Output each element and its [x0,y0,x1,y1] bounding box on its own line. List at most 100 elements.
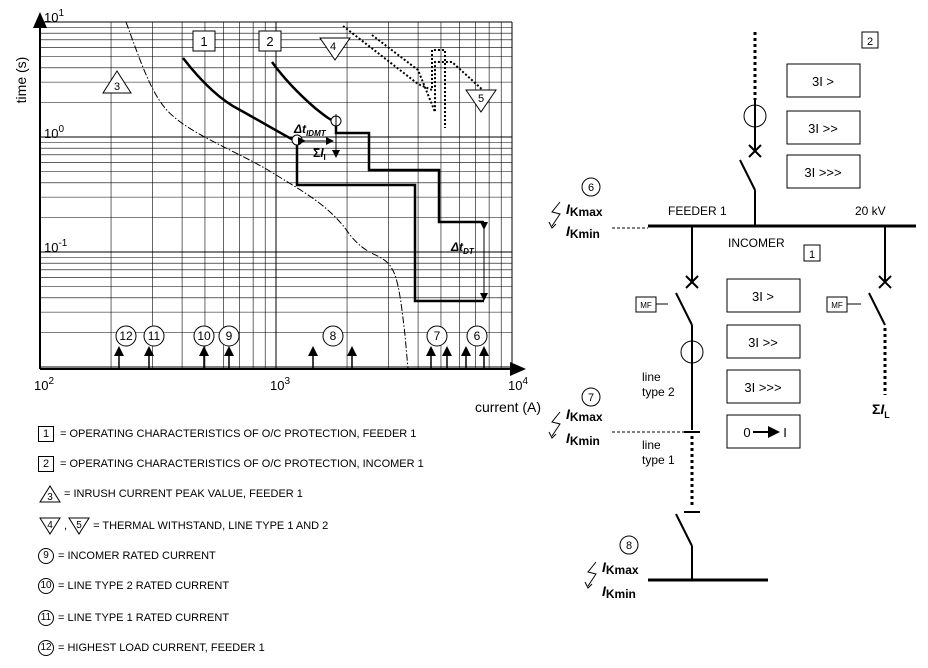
legend-symbol-box: 2 [38,456,54,472]
legend-row-8: 12 = HIGHEST LOAD CURRENT, FEEDER 1 [38,638,265,658]
fault-7-kmax: IKmax [566,406,603,424]
marker-arrow-head [144,346,154,356]
marker-arrow-head [224,346,234,356]
tag-4-triangle [319,37,351,61]
incomer-relay-2: 3I >> [808,121,838,136]
line-type-1-label-1: line [642,438,661,452]
legend-symbol-circle: 10 [38,578,54,594]
legend-symbol-circle: 12 [38,640,54,656]
legend-symbol-triangle-down: 5 [68,517,90,535]
feeder-ct [680,340,704,364]
marker-7-label: 7 [434,329,441,343]
fault-6-circle [581,177,601,197]
remote-switch-blade [675,513,693,547]
x-tick-10-3: 103 [270,376,290,393]
marker-7-circle [426,325,448,347]
x-axis-label: current (A) [475,399,541,415]
fault-7-num: 7 [588,392,594,404]
feeder-relay-3: 3I >>> [744,380,781,395]
marker-6-label: 6 [474,329,481,343]
legend-symbol-circle: 11 [38,610,54,626]
legend-text: = INCOMER RATED CURRENT [58,550,216,562]
feeder-relay-2-box [726,324,801,359]
legend-symbol-box: 1 [38,426,54,442]
tag-3-triangle [102,70,132,94]
fault-8-lightning-head [584,581,593,589]
incomer-relay-2-box [786,110,861,145]
fault-6-lightning-head [548,221,557,229]
mf-left: MF [640,301,652,310]
incomer-relay-3-box [786,154,861,189]
marker-10-label: 10 [197,329,211,343]
sum-i-label: ΣII [313,146,326,162]
thermal-line-type-1 [342,25,446,128]
legend-text: = OPERATING CHARACTERISTICS OF O/C PROTE… [60,428,417,440]
y-tick-10-0: 100 [44,124,64,141]
legend-row-4: 4 , 5 = THERMAL WITHSTAND, LINE TYPE 1 A… [38,516,328,536]
tcc-chart: time (s) current (A) 101 100 10-1 102 10… [13,8,541,415]
marker-9-label: 9 [226,329,233,343]
marker-6-circle [466,325,488,347]
tag-1-box [192,30,216,52]
line-type-2-label-1: line [642,370,661,384]
legend-row-2: 2 = OPERATING CHARACTERISTICS OF O/C PRO… [38,454,424,474]
tag-5-triangle [465,89,497,113]
marker-arrow-head [347,346,357,356]
feeder-tag: 1 [809,249,815,261]
thermal-line-type-2 [371,34,486,113]
feeder-relay-2: 3I >> [748,335,778,350]
fault-7-lightning-icon [551,411,561,437]
incomer-relay-3: 3I >>> [804,165,841,180]
incomer-tag: 2 [867,36,873,48]
feeder-breaker-blade [675,292,693,326]
y-tick-10-1: 101 [44,8,64,25]
x-tick-10-4: 104 [508,376,528,393]
incomer-relay-1: 3I > [812,74,834,89]
legend-row-3: 3 = INRUSH CURRENT PEAK VALUE, FEEDER 1 [38,484,303,504]
fault-8-lightning-icon [587,561,597,587]
tag-1: 1 [200,34,207,49]
tag-5: 5 [478,93,484,105]
feeder-label: FEEDER 1 [668,204,727,218]
marker-arrow-head [442,346,452,356]
marker-arrow-head [461,346,471,356]
legend-row-6: 10 = LINE TYPE 2 RATED CURRENT [38,576,229,596]
marker-8-circle [322,325,344,347]
reclose-arrowhead [768,426,780,438]
y-axis-arrow [33,12,47,28]
marker-11-circle [143,325,165,347]
tag-2: 2 [266,34,273,49]
incomer-idmt-curve [270,61,337,124]
svg-text:3: 3 [47,492,53,503]
right-feeder-breaker-mark [878,275,892,289]
marker-arrow-head [199,346,209,356]
marker-arrow-head [426,346,436,356]
chart-grid [39,21,513,369]
reclose-end: I [783,425,787,440]
incomer-ct [743,104,767,128]
marker-arrow-head [308,346,318,356]
feeder-dt-step [295,142,484,303]
fault-7-kmin: IKmin [566,430,600,448]
feeder-relay-1-box [726,278,801,313]
y-axis-label: time (s) [13,57,29,104]
right-feeder-breaker-blade [868,292,886,326]
legend-text: = INRUSH CURRENT PEAK VALUE, FEEDER 1 [64,488,303,500]
fault-6-num: 6 [588,182,594,194]
voltage-label: 20 kV [855,204,886,218]
delta-idmt-label: ΔtIDMT [293,122,327,138]
legend-symbol-triangle-up: 3 [39,485,61,503]
legend-row-1: 1 = OPERATING CHARACTERISTICS OF O/C PRO… [38,424,416,444]
grading-point-feeder [291,134,303,146]
fault-6-kmax: IKmax [566,201,603,219]
legend-row-7: 11 = LINE TYPE 1 RATED CURRENT [38,608,229,628]
inrush-curve [125,21,409,370]
marker-12-circle [115,325,137,347]
single-line-diagram: 2 3I > 3I >> 3I >>> FEEDER 1 20 kV INCOM… [548,31,916,601]
tag-4: 4 [330,41,336,53]
feeder-idmt-curve [182,57,298,144]
reclose-start: 0 [743,425,750,440]
mf-right: MF [831,301,843,310]
fault-8-kmin: IKmin [602,583,636,601]
tag-2-box [258,30,282,52]
